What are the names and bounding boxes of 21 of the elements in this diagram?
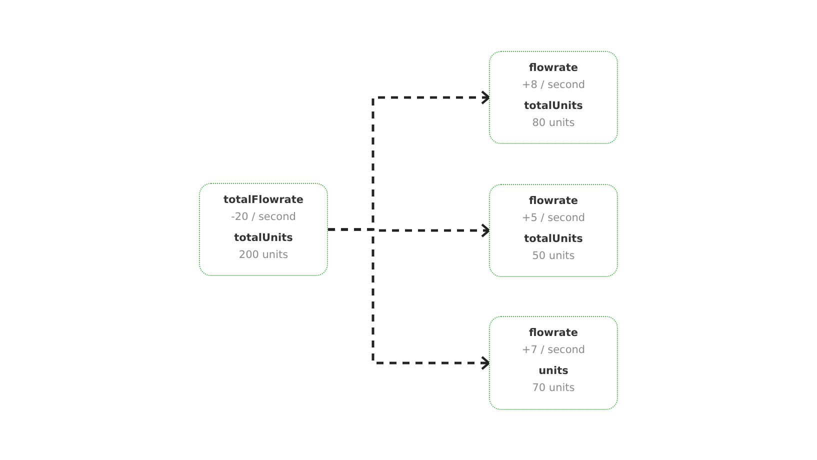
field-value: +5 / second bbox=[522, 210, 586, 226]
process-box bbox=[489, 184, 618, 277]
field-name: flowrate bbox=[528, 326, 578, 341]
field-value: 200 units bbox=[238, 248, 288, 262]
field-value: +8 / second bbox=[522, 78, 586, 92]
process-box bbox=[199, 183, 328, 276]
field-name: totalUnits bbox=[234, 230, 293, 246]
field-value: 50 units bbox=[532, 248, 575, 264]
field-name: totalUnits bbox=[524, 98, 583, 114]
process-box bbox=[489, 316, 618, 410]
dashed-arrow bbox=[328, 228, 490, 370]
field-name: totalFlowrate bbox=[223, 192, 304, 208]
field-value: 80 units bbox=[532, 116, 575, 130]
field-name: totalUnits bbox=[524, 232, 583, 246]
field-value: -20 / second bbox=[231, 210, 296, 224]
process-box bbox=[489, 51, 618, 144]
field-value: 70 units bbox=[532, 381, 575, 396]
field-name: flowrate bbox=[528, 194, 578, 208]
field-value: +7 / second bbox=[522, 343, 586, 358]
field-name: units bbox=[538, 364, 568, 379]
field-name: flowrate bbox=[528, 60, 578, 76]
